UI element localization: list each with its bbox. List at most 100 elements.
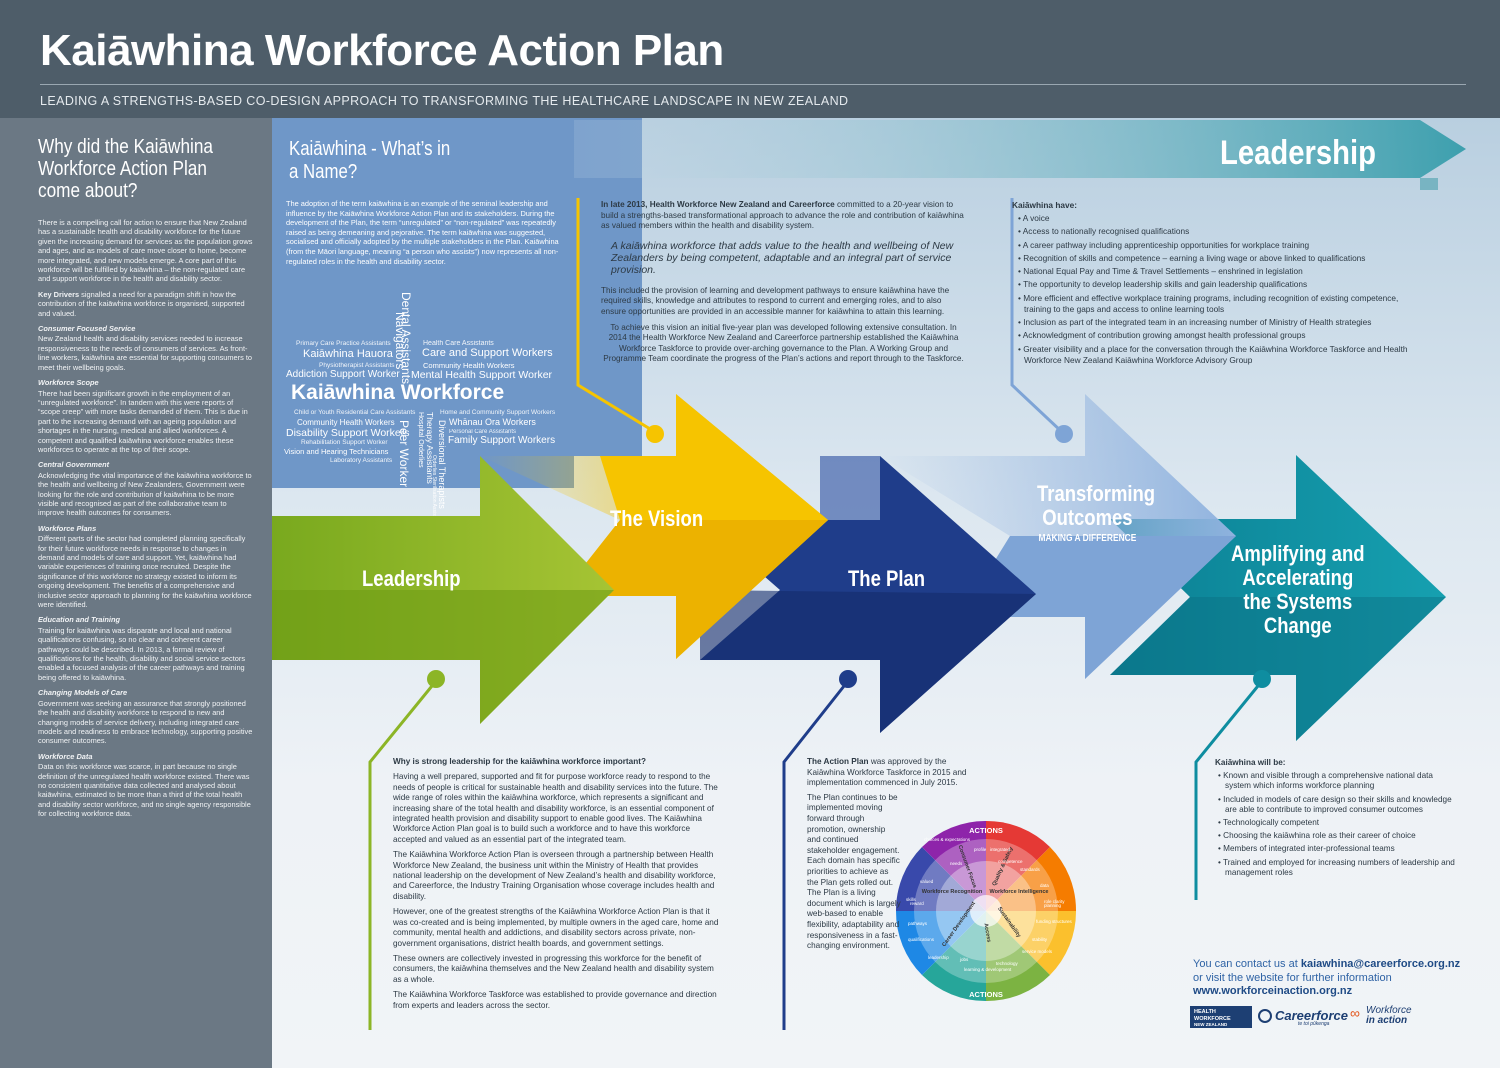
list-item: National Equal Pay and Time & Travel Set…	[1018, 266, 1412, 277]
wheel-segment	[986, 847, 1077, 911]
contact-email-link[interactable]: kaiawhina@careerforce.org.nz	[1300, 958, 1461, 970]
vision-intro: In late 2013, Health Workforce New Zeala…	[601, 200, 964, 231]
vision-arrow-label: The Vision	[610, 506, 704, 531]
transforming-arrow-solid	[960, 536, 1236, 679]
wheel-domain: Workforce Recognition	[922, 889, 983, 895]
will-be-heading: Kaiāwhina will be:	[1215, 758, 1286, 767]
why-paragraph: Having a well prepared, supported and fi…	[393, 772, 718, 844]
wheel-outer: stability	[1032, 937, 1048, 942]
wheel-outer: profile	[974, 847, 987, 852]
leadership-arrow-shade	[272, 590, 614, 724]
wheel-outer: jobs	[959, 957, 969, 962]
cloud-word: Health Care Assistants	[423, 340, 494, 347]
wheel-segment	[986, 911, 1077, 975]
plan-arrow-label: The Plan	[848, 566, 926, 591]
list-item: Inclusion as part of the integrated team…	[1018, 317, 1412, 328]
page-subtitle: LEADING A STRENGTHS-BASED CO-DESIGN APPR…	[40, 94, 849, 108]
wheel-domain: Access	[982, 923, 991, 943]
vision-p2: This included the provision of learning …	[601, 285, 950, 316]
amplifying-line-2: Accelerating	[1242, 565, 1354, 590]
wheel-segment	[986, 820, 1050, 911]
transforming-arrow-label: Transforming Outcomes MAKING A DIFFERENC…	[1037, 482, 1155, 546]
amplifying-arrow-dark	[1110, 597, 1446, 741]
cloud-word: Rehabilitation Support Worker	[301, 439, 388, 446]
wheel-outer: integrated	[990, 847, 1011, 852]
wheel-outer: competence	[998, 859, 1023, 864]
kaiawhina-will-be-block: Kaiāwhina will be: Known and visible thr…	[1215, 758, 1460, 881]
wia-mark-icon: ∞	[1350, 1005, 1360, 1021]
list-item: Access to nationally recognised qualific…	[1018, 226, 1412, 237]
list-item: Known and visible through a comprehensiv…	[1215, 771, 1460, 791]
will-be-list: Known and visible through a comprehensiv…	[1215, 771, 1460, 878]
cloud-word: Child or Youth Residential Care Assistan…	[294, 409, 416, 416]
plan-arrow-lower	[700, 590, 1036, 733]
wheel-outer: technology	[996, 961, 1019, 966]
action-plan-block: The Action Plan was approved by the Kaiā…	[807, 757, 967, 956]
wheel-outer: needs	[950, 861, 963, 866]
contact-line-1: You can contact us at kaiawhina@careerfo…	[1193, 958, 1461, 970]
contact-website-link[interactable]: www.workforceinaction.org.nz	[1193, 985, 1353, 997]
careerforce-logo: Careerforce te toi pūkenga	[1258, 1008, 1348, 1027]
why-paragraph: The Kaiāwhina Workforce Taskforce was es…	[393, 990, 717, 1010]
connector-leadership	[368, 680, 438, 1030]
list-item: Recognition of skills and competence – e…	[1018, 253, 1412, 264]
kaiawhina-have-heading: Kaiāwhina have:	[1012, 200, 1078, 210]
list-item: Trained and employed for increasing numb…	[1215, 858, 1460, 878]
careerforce-mark-icon	[1258, 1009, 1272, 1023]
wheel-outer: learning & development	[964, 967, 1012, 972]
name-panel-title: Kaiāwhina - What’s in a Name?	[289, 138, 451, 183]
cloud-word: Addiction Support Worker	[286, 369, 400, 380]
contact-line-2: or visit the website for further informa…	[1193, 971, 1392, 984]
leadership-banner-title: Leadership	[1220, 134, 1376, 172]
wheel-outer: leadership	[928, 955, 949, 960]
wheel-outer: qualifications	[908, 937, 935, 942]
wheel-label-top: ACTIONS	[969, 826, 1003, 835]
connector-vision	[576, 198, 656, 434]
cloud-word: Care and Support Workers	[422, 347, 553, 359]
wheel-segment	[922, 911, 986, 1002]
action-plan-body: The Plan continues to be implemented mov…	[807, 792, 901, 951]
action-wheel: ACTIONS ACTIONS Consumer Focus Quality &…	[895, 820, 1077, 1002]
wheel-outer: funding structures	[1036, 919, 1073, 924]
key-drivers: Key Drivers signalled a need for a parad…	[38, 289, 245, 318]
wheel-outer: data	[1040, 883, 1049, 888]
wheel-segment	[922, 820, 986, 911]
connector-dot-vision	[646, 425, 664, 443]
leadership-banner-bend	[1420, 178, 1438, 190]
wheel-outer: skills	[906, 897, 916, 902]
wheel-outer: reward	[910, 901, 924, 906]
name-panel-body: The adoption of the term kaiāwhina is an…	[286, 199, 559, 266]
health-workforce-logo: HEALTH WORKFORCE NEW ZEALAND	[1190, 1006, 1252, 1028]
plan-arrow-upper	[820, 456, 880, 520]
connector-dot-transforming	[1055, 425, 1073, 443]
why-heading: Why is strong leadership for the kaiāwhi…	[393, 757, 646, 766]
amplifying-arrow-label: Amplifying and Accelerating the Systems …	[1218, 542, 1378, 638]
wheel-outer: valued	[920, 879, 934, 884]
connector-dot-leadership	[427, 670, 445, 688]
action-plan-intro: The Action Plan was approved by the Kaiā…	[807, 757, 967, 788]
wheel-outer: planning	[1044, 903, 1062, 908]
sidebar-body: There is a compelling call for action to…	[38, 218, 254, 825]
cloud-word: Primary Care Practice Assistants	[296, 340, 391, 347]
wheel-segment	[895, 911, 986, 975]
connector-dot-plan	[839, 670, 857, 688]
cloud-word-main: Kaiāwhina Workforce	[291, 381, 505, 404]
wheel-outer: standards	[1020, 867, 1041, 872]
connector-plan	[782, 680, 850, 1030]
logos-row: HEALTH WORKFORCE NEW ZEALAND Careerforce…	[1190, 1006, 1460, 1036]
list-item: Included in models of care design so the…	[1215, 795, 1460, 815]
vision-p3: To achieve this vision an initial five-y…	[603, 322, 964, 364]
cloud-word: Laboratory Assistants	[330, 457, 393, 464]
header-banner: Kaiāwhina Workforce Action Plan LEADING …	[0, 0, 1500, 118]
cloud-word: Family Support Workers	[448, 435, 556, 446]
why-paragraph: However, one of the greatest strengths o…	[393, 907, 719, 948]
cloud-word: Mental Health Support Worker	[411, 369, 553, 381]
list-item: The opportunity to develop leadership sk…	[1018, 279, 1412, 290]
